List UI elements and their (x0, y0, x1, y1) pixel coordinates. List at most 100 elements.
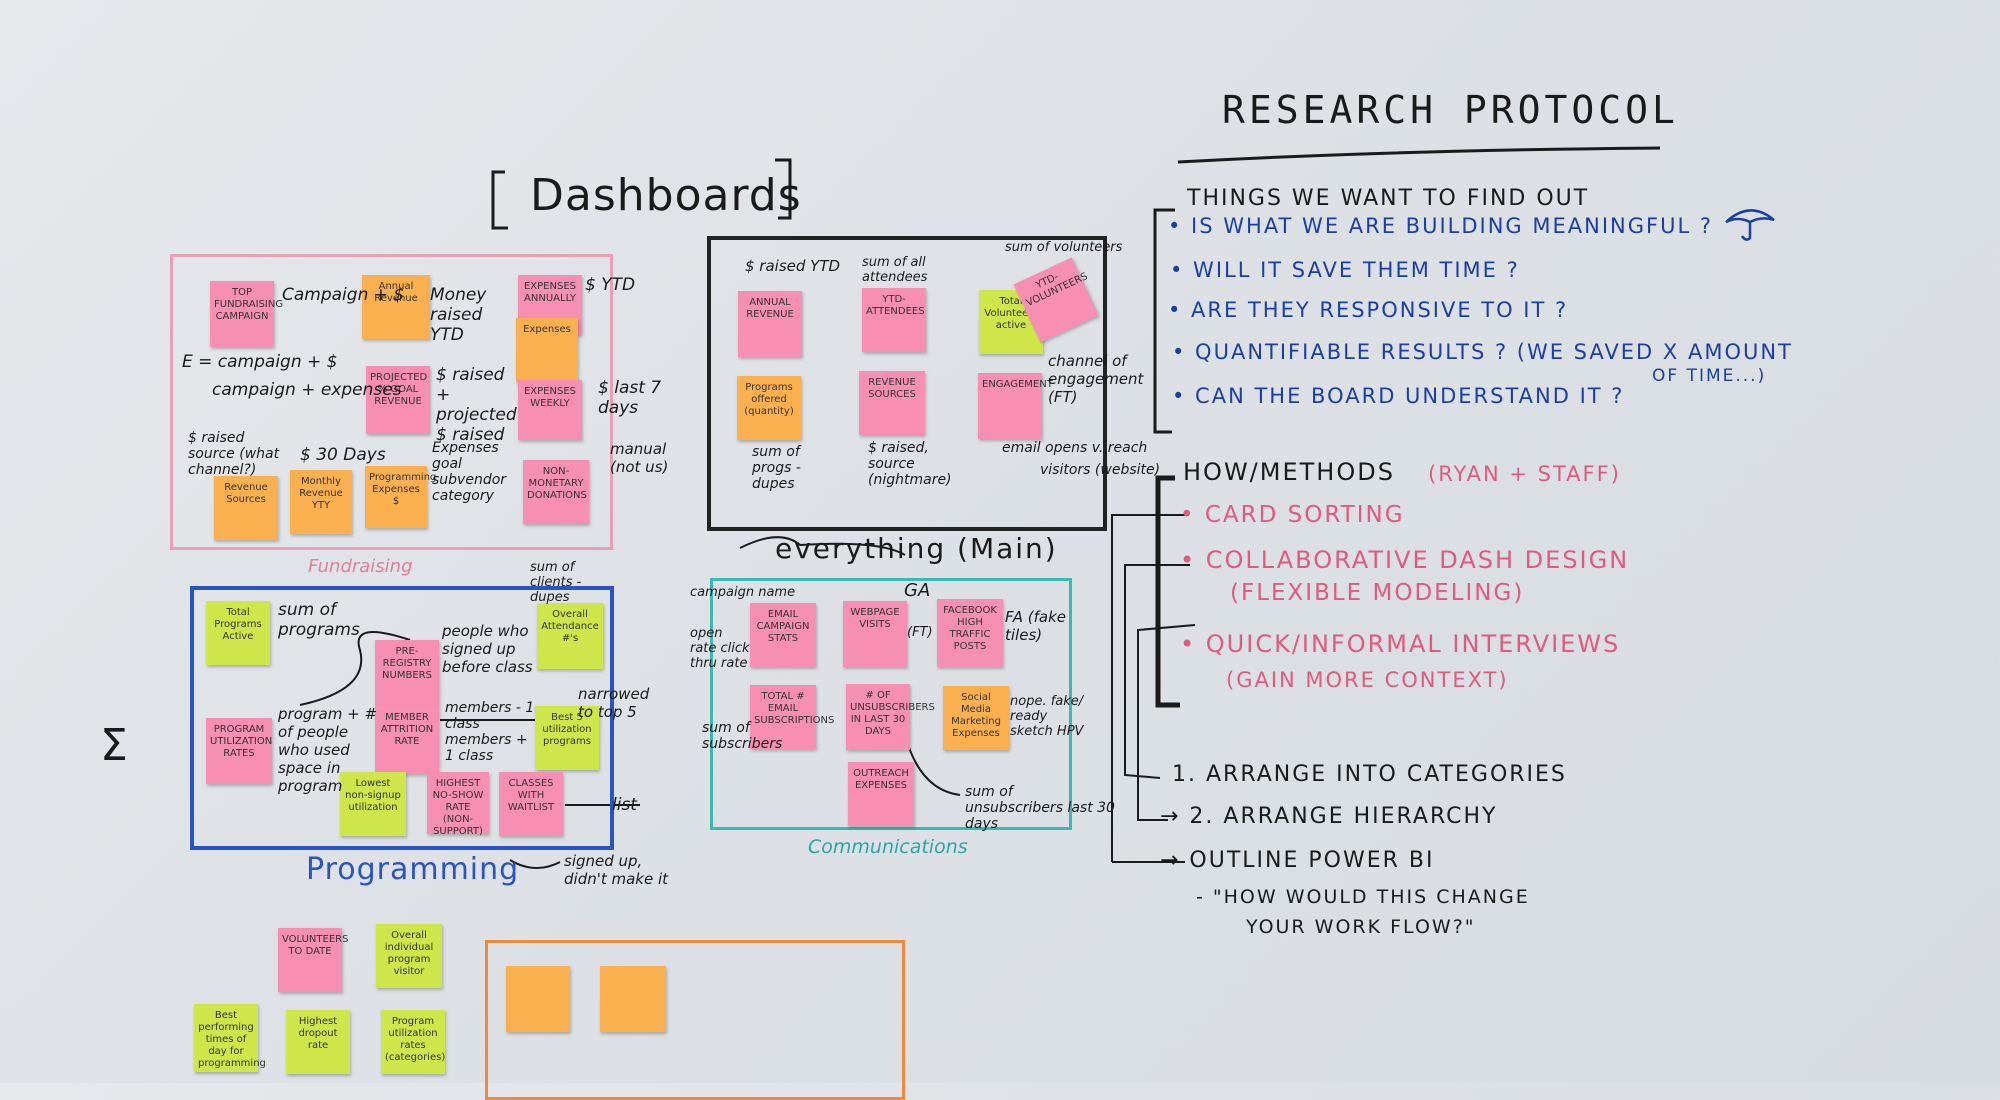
sticky-expenses: Expenses (516, 318, 578, 382)
note-raised-ytd: $ raised YTD (745, 257, 841, 275)
sticky-outreach-expenses: OUTREACH EXPENSES (848, 762, 914, 826)
sticky-bottom-orange-2 (600, 966, 666, 1032)
question-board-understand: • CAN THE BOARD UNDERSTAND IT ? (1172, 384, 1625, 408)
note-fa: FA (fake tiles) (1005, 608, 1067, 644)
note-sum-clients: sum of clients - dupes (530, 560, 582, 605)
research-underline (1177, 146, 1661, 164)
step-arrange-categories: 1. ARRANGE INTO CATEGORIES (1172, 762, 1567, 787)
sigma-symbol: Σ (100, 720, 128, 771)
note-equation: E = campaign + $ (182, 352, 338, 372)
communications-frame (710, 578, 1072, 830)
note-raised-source: $ raised source (what channel?) (188, 430, 280, 478)
note-ga: GA (904, 580, 931, 601)
note-sum-programs: sum of programs (278, 600, 360, 640)
programming-frame (190, 586, 614, 850)
note-sum-volunteers: sum of volunteers (1005, 240, 1123, 255)
question-quantifiable-cont: OF TIME...) (1652, 366, 1767, 386)
sticky-ytd-attendees: YTD-ATTENDEES (862, 288, 926, 352)
how-heading: HOW/METHODS (1183, 458, 1395, 486)
note-open-rate: open rate click thru rate (690, 626, 750, 671)
sticky-classes-waitlist: CLASSES WITH WAITLIST (499, 772, 563, 836)
note-expenses-goal: Expenses goal subvendor category (432, 440, 507, 504)
step-arrange-hierarchy: → 2. ARRANGE HIERARCHY (1160, 804, 1498, 829)
note-sum-attendees: sum of all attendees (862, 255, 928, 285)
note-raised-projected: $ raised + projected $ raised (436, 365, 517, 445)
everything-frame (707, 236, 1107, 531)
note-30-days: $ 30 Days (300, 445, 386, 465)
note-sum-unsub: sum of unsubscribers last 30 days (965, 784, 1115, 832)
signed-arrow (509, 859, 561, 869)
step-arrow-3 (1137, 624, 1196, 821)
sticky-engagement: ENGAGEMENT (978, 373, 1053, 439)
research-title: RESEARCH PROTOCOL (1222, 88, 1679, 132)
step-arrow-1 (1111, 514, 1185, 862)
umbrella-icon (1725, 209, 1775, 241)
note-ft: (FT) (907, 625, 933, 640)
note-sum-progs: sum of progs - dupes (752, 444, 801, 492)
everything-label: everything (Main) (775, 532, 1058, 565)
sticky-best-5-programs: Best 5 utilization programs (535, 706, 599, 770)
programming-label: Programming (306, 852, 520, 887)
step-how-change: - "HOW WOULD THIS CHANGE (1196, 886, 1530, 908)
sticky-non-monetary-donations: NON-MONETARY DONATIONS (523, 460, 589, 524)
note-campaign-expenses: campaign + expenses (212, 380, 402, 400)
sticky-total-email-subscriptions: TOTAL # EMAIL SUBSCRIPTIONS (750, 685, 834, 749)
note-nope: nope. fake/ ready sketch HPV (1010, 694, 1084, 739)
sticky-member-attrition-rate: MEMBER ATTRITION RATE (375, 706, 439, 774)
question-quantifiable: • QUANTIFIABLE RESULTS ? (WE SAVED X AMO… (1172, 340, 1793, 364)
how-who: (RYAN + STAFF) (1428, 462, 1621, 486)
sticky-bottom-orange-1 (506, 966, 570, 1032)
note-visitors: visitors (website) (1040, 462, 1161, 478)
bottom-frame (485, 940, 905, 1100)
note-campaign: Campaign + $ (282, 285, 405, 305)
question-meaningful: • IS WHAT WE ARE BUILDING MEANINGFUL ? (1168, 214, 1713, 238)
sticky-email-campaign-stats: EMAIL CAMPAIGN STATS (750, 603, 816, 667)
sticky-overall-attendance: Overall Attendance #'s (537, 603, 603, 669)
note-people-signed: people who signed up before class (442, 622, 533, 676)
note-list: list (612, 795, 637, 815)
sticky-highest-dropout-rate: Highest dropout rate (286, 1010, 350, 1074)
sticky-best-times-of-day: Best performing times of day for program… (194, 1004, 266, 1072)
note-signed-up: signed up, didn't make it (564, 852, 669, 888)
sticky-annual-revenue: Annual Revenue (362, 275, 430, 339)
note-last-7: $ last 7 days (598, 378, 662, 418)
sticky-unsubscribers-30-days: # OF UNSUBSCRIBERS IN LAST 30 DAYS (846, 684, 935, 750)
method-flexible-modeling: (FLEXIBLE MODELING) (1230, 580, 1525, 606)
note-manual: manual (not us) (610, 440, 669, 476)
method-card-sorting: • CARD SORTING (1180, 502, 1405, 528)
fundraising-label: Fundraising (308, 556, 413, 577)
sticky-expenses-weekly: EXPENSES WEEKLY (518, 380, 582, 440)
sticky-programming-expenses: Programming Expenses $ (365, 466, 436, 528)
note-raised-source-main: $ raised, source (nightmare) (868, 440, 952, 488)
question-responsive: • ARE THEY RESPONSIVE TO IT ? (1168, 298, 1569, 322)
note-money-raised: Money raised YTD (430, 285, 487, 345)
step-arrow-2 (1124, 564, 1190, 779)
how-bracket (1155, 475, 1180, 708)
sticky-social-media-expenses: Social Media Marketing Expenses (943, 686, 1009, 750)
sticky-facebook-high-traffic-posts: FACEBOOK HIGH TRAFFIC POSTS (937, 599, 1003, 667)
sticky-annual-revenue-main: ANNUAL REVENUE (738, 291, 802, 357)
sticky-lowest-utilization: Lowest non-signup utilization (340, 772, 406, 836)
method-collaborative-dash: • COLLABORATIVE DASH DESIGN (1180, 546, 1630, 574)
note-narrowed: narrowed to top 5 (578, 685, 650, 721)
things-bracket (1153, 208, 1175, 434)
fundraising-frame (170, 254, 613, 550)
note-program-people: program + # of people who used space in … (278, 705, 378, 795)
step-work-flow: YOUR WORK FLOW?" (1246, 916, 1476, 938)
sticky-pre-registry-numbers: PRE-REGISTRY NUMBERS (375, 640, 439, 706)
sticky-revenue-sources: Revenue Sources (214, 476, 278, 540)
sticky-top-fundraising-campaign: TOP FUNDRAISING CAMPAIGN (210, 281, 283, 347)
method-informal-interviews: • QUICK/INFORMAL INTERVIEWS (1180, 630, 1621, 658)
step-outline-power-bi: → OUTLINE POWER BI (1160, 848, 1435, 873)
prereg-arrow (299, 631, 411, 706)
sticky-programs-offered: Programs offered (quantity) (737, 376, 801, 440)
sticky-total-programs-active: Total Programs Active (206, 601, 270, 665)
method-gain-context: (GAIN MORE CONTEXT) (1226, 668, 1509, 692)
things-heading: THINGS WE WANT TO FIND OUT (1187, 186, 1590, 211)
everything-brace (739, 536, 906, 556)
sticky-projected-goal-revenue: PROJECTED % GOAL REVENUE (366, 366, 430, 434)
note-ytd: $ YTD (585, 275, 636, 295)
note-channel: channel of engagement (FT) (1048, 352, 1144, 406)
sticky-highest-no-show: HIGHEST NO-SHOW RATE (NON-SUPPORT) (427, 772, 489, 837)
sticky-overall-program-visitor: Overall individual program visitor (376, 924, 442, 988)
